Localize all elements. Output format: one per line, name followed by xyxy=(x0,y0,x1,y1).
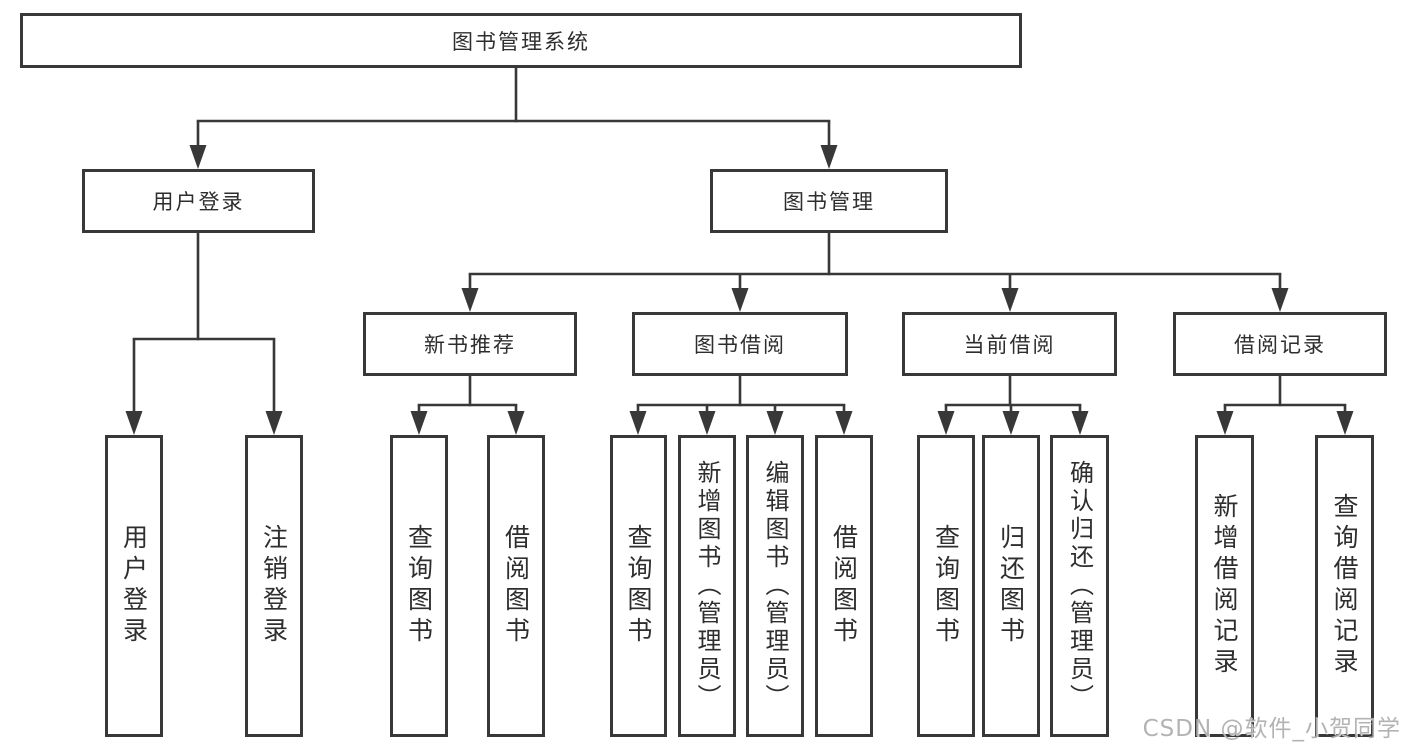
drop-lines xyxy=(132,121,1347,413)
leaf-borrowing-edit-books-admin: 编辑图书（管理员） xyxy=(746,435,804,737)
leaf-label: 查询图书 xyxy=(624,524,653,648)
leaf-current-return-books: 归还图书 xyxy=(982,435,1040,737)
leaf-label: 注销登录 xyxy=(259,524,289,648)
leaf-recommend-query-books: 查询图书 xyxy=(390,435,448,737)
node-label: 图书借阅 xyxy=(694,333,786,357)
leaf-label: 借阅图书 xyxy=(501,524,531,648)
leaf-label: 新增借阅记录 xyxy=(1210,493,1239,679)
leaf-label: 查询图书 xyxy=(404,524,434,648)
leaf-label: 查询借阅记录 xyxy=(1330,493,1359,679)
node-user-login: 用户登录 xyxy=(82,169,315,233)
node-book-borrowing: 图书借阅 xyxy=(632,312,848,376)
node-book-management: 图书管理 xyxy=(710,169,948,233)
leaf-borrowing-query-books: 查询图书 xyxy=(610,435,667,737)
leaf-current-confirm-return-admin: 确认归还（管理员） xyxy=(1050,435,1109,737)
leaf-label: 用户登录 xyxy=(119,524,149,648)
leaf-label: 借阅图书 xyxy=(829,524,859,648)
leaf-records-query-record: 查询借阅记录 xyxy=(1315,435,1374,737)
leaf-label: 归还图书 xyxy=(996,524,1026,648)
node-label: 用户登录 xyxy=(152,190,245,214)
node-label: 借阅记录 xyxy=(1234,333,1326,357)
csdn-watermark: CSDN @软件_小贺同学 xyxy=(1142,716,1401,742)
leaf-current-query-books: 查询图书 xyxy=(917,435,975,737)
leaf-label: 确认归还（管理员） xyxy=(1065,460,1094,712)
node-library-management-system: 图书管理系统 xyxy=(20,13,1022,68)
stem-lines xyxy=(196,66,1282,407)
leaf-label: 查询图书 xyxy=(931,524,961,648)
leaf-borrowing-add-books-admin: 新增图书（管理员） xyxy=(678,435,736,737)
arrowheads xyxy=(125,145,1354,435)
node-borrowing-records: 借阅记录 xyxy=(1173,312,1387,376)
leaf-user-login: 用户登录 xyxy=(105,435,163,737)
leaf-logout-login: 注销登录 xyxy=(245,435,303,737)
bus-lines xyxy=(132,119,1347,407)
leaf-label: 新增图书（管理员） xyxy=(693,460,721,712)
leaf-borrowing-borrow-books: 借阅图书 xyxy=(815,435,873,737)
node-current-borrowing: 当前借阅 xyxy=(902,312,1117,376)
node-label: 图书管理系统 xyxy=(452,29,590,54)
node-label: 新书推荐 xyxy=(424,333,516,357)
leaf-label: 编辑图书（管理员） xyxy=(761,460,789,712)
leaf-recommend-borrow-books: 借阅图书 xyxy=(487,435,545,737)
node-label: 当前借阅 xyxy=(963,333,1056,357)
leaf-records-add-record: 新增借阅记录 xyxy=(1195,435,1254,737)
node-new-book-recommend: 新书推荐 xyxy=(363,312,577,376)
node-label: 图书管理 xyxy=(783,190,875,214)
